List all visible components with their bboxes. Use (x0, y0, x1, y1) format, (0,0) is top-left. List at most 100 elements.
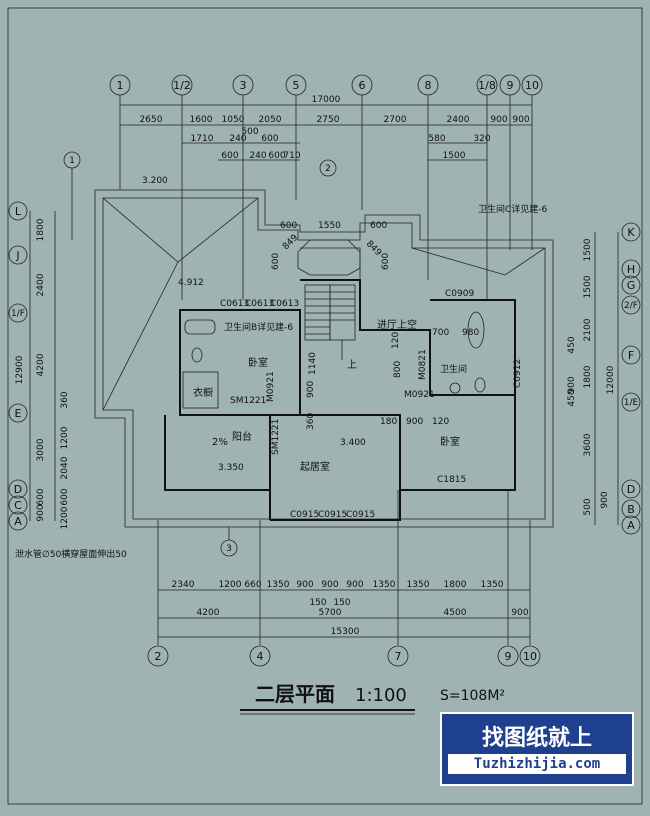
axis-top-1: 1 (117, 79, 124, 92)
axis-right-1E: 1/E (624, 398, 639, 408)
dim-bot-r1b-1: 150 (333, 598, 350, 608)
dim-bot-r2-2: 4500 (444, 608, 467, 618)
labels: 3.200 4.912 3.400 3.350 C0613 C0613 C061… (15, 176, 548, 560)
dim-bot-r1-5: 900 (321, 580, 338, 590)
axis-left-L: L (15, 205, 22, 218)
axis-top-3: 3 (240, 79, 247, 92)
axis-right-H: H (627, 263, 635, 276)
dim-top-r1-6: 2400 (447, 115, 470, 125)
axis-bot-7: 7 (395, 650, 402, 663)
bath-c-note: 卫生间C详见建-6 (478, 203, 548, 215)
dim-top-total: 17000 (312, 95, 341, 105)
dim-600b: 600 (370, 221, 387, 231)
dim-left-8: 600 (36, 488, 46, 505)
dim-right-10: 900 (600, 491, 610, 508)
axis-left-J: J (15, 249, 19, 262)
dim-top-r3-1: 240 (249, 151, 266, 161)
dim-left-4: 3000 (36, 438, 46, 461)
title-area: S=108M² (440, 688, 505, 704)
dim-top-r3-3: 710 (283, 151, 300, 161)
wardrobe-box (182, 371, 219, 409)
dim-left-11: 1200 (60, 506, 70, 529)
dim-bot-r2-0: 4200 (197, 608, 220, 618)
door-m0921-a: M0921 (266, 371, 276, 402)
axis-right-K: K (627, 226, 635, 239)
dim-top-r2-5: 320 (473, 134, 490, 144)
top-dimensions: 17000 2650 1600 1050 2050 2750 2700 2400… (119, 95, 533, 300)
dim-left-2: 4200 (36, 353, 46, 376)
axis-top-1-2: 1/2 (173, 79, 191, 92)
dim-top-r2-0: 1710 (191, 134, 214, 144)
dim-top-r1-4: 2750 (317, 115, 340, 125)
axis-right-B: B (627, 503, 635, 516)
axis-bot-4: 4 (257, 650, 264, 663)
elev-4912: 4.912 (178, 278, 204, 288)
watermark-en: Tuzhizhijia.com (448, 754, 626, 774)
axis-right-A: A (627, 519, 635, 532)
window-c0613-1: C0613 (220, 299, 249, 309)
dim-right-3: 450 (567, 336, 577, 353)
axis-top-1-8: 1/8 (478, 79, 496, 92)
stair-up: 上 (347, 359, 357, 371)
axis-right-F: F (628, 349, 634, 362)
dim-bot-r1-9: 1800 (444, 580, 467, 590)
bay-window (297, 239, 361, 276)
dim-top-r1-3: 2050 (259, 115, 282, 125)
dim-980: 980 (462, 328, 479, 338)
dim-600d: 600 (381, 253, 391, 270)
dim-120a: 120 (391, 332, 401, 349)
dim-left-10: 600 (60, 488, 70, 505)
basin-c (449, 382, 461, 394)
hall-void: 进厅上空 (377, 318, 417, 331)
toilet-b (191, 347, 203, 363)
window-c0915-3: C0915 (346, 510, 375, 520)
watermark-logo: 找图纸就上 Tuzhizhijia.com (440, 712, 634, 786)
dim-left-9: 900 (36, 504, 46, 521)
axis-top-6: 6 (359, 79, 366, 92)
callout-2: 2 (325, 164, 331, 174)
elev-3200: 3.200 (142, 176, 168, 186)
dim-600c: 600 (271, 253, 281, 270)
room-bedroom-2: 卧室 (440, 435, 460, 448)
axis-top-8: 8 (425, 79, 432, 92)
dim-top-r3-0: 600 (221, 151, 238, 161)
dim-700: 700 (432, 328, 449, 338)
dim-right-6: 900 (567, 376, 577, 393)
dim-bot-r1-6: 900 (346, 580, 363, 590)
dim-bot-total: 15300 (331, 627, 360, 637)
window-c1815: C1815 (437, 475, 466, 485)
drawing-title: 二层平面 1:100 S=108M² (240, 682, 505, 715)
room-bedroom-1: 卧室 (248, 356, 268, 369)
dim-top-r1-2: 1050 (222, 115, 245, 125)
slope-label: 2% (212, 437, 228, 448)
axis-right-2F: 2/F (624, 301, 638, 311)
sheet-border (7, 7, 643, 805)
dim-left-6: 1200 (60, 426, 70, 449)
left-axes: L J 1/F E D C A 1800 2400 4200 12900 300… (8, 201, 70, 531)
room-wardrobe: 衣橱 (193, 386, 213, 399)
dim-1550: 1550 (318, 221, 341, 231)
dim-900: 900 (406, 417, 423, 427)
dim-bot-r1-4: 900 (296, 580, 313, 590)
dim-top-r1-8: 900 (512, 115, 529, 125)
dim-bot-r1-3: 1350 (267, 580, 290, 590)
dim-bot-r1-7: 1350 (373, 580, 396, 590)
window-c0912: C0912 (513, 359, 523, 388)
dim-bot-r1-2: 660 (244, 580, 261, 590)
dim-right-4: 1800 (583, 365, 593, 388)
axis-left-D: D (14, 483, 22, 496)
dim-right-2: 2100 (583, 318, 593, 341)
dim-top-r1-5: 2700 (384, 115, 407, 125)
dim-bot-r2-1: 5700 (319, 608, 342, 618)
room-bath-c: 卫生间 (440, 363, 467, 375)
dim-top-r2-1: 240 (229, 134, 246, 144)
dim-top-r2-3: 600 (261, 134, 278, 144)
dim-bot-r1-1: 1200 (219, 580, 242, 590)
dim-top-r2-2: 500 (241, 127, 258, 137)
window-c0909: C0909 (445, 289, 474, 299)
dim-left-1: 2400 (36, 273, 46, 296)
dim-left-7: 2040 (60, 456, 70, 479)
door-m0921-b: M0921 (404, 390, 435, 400)
